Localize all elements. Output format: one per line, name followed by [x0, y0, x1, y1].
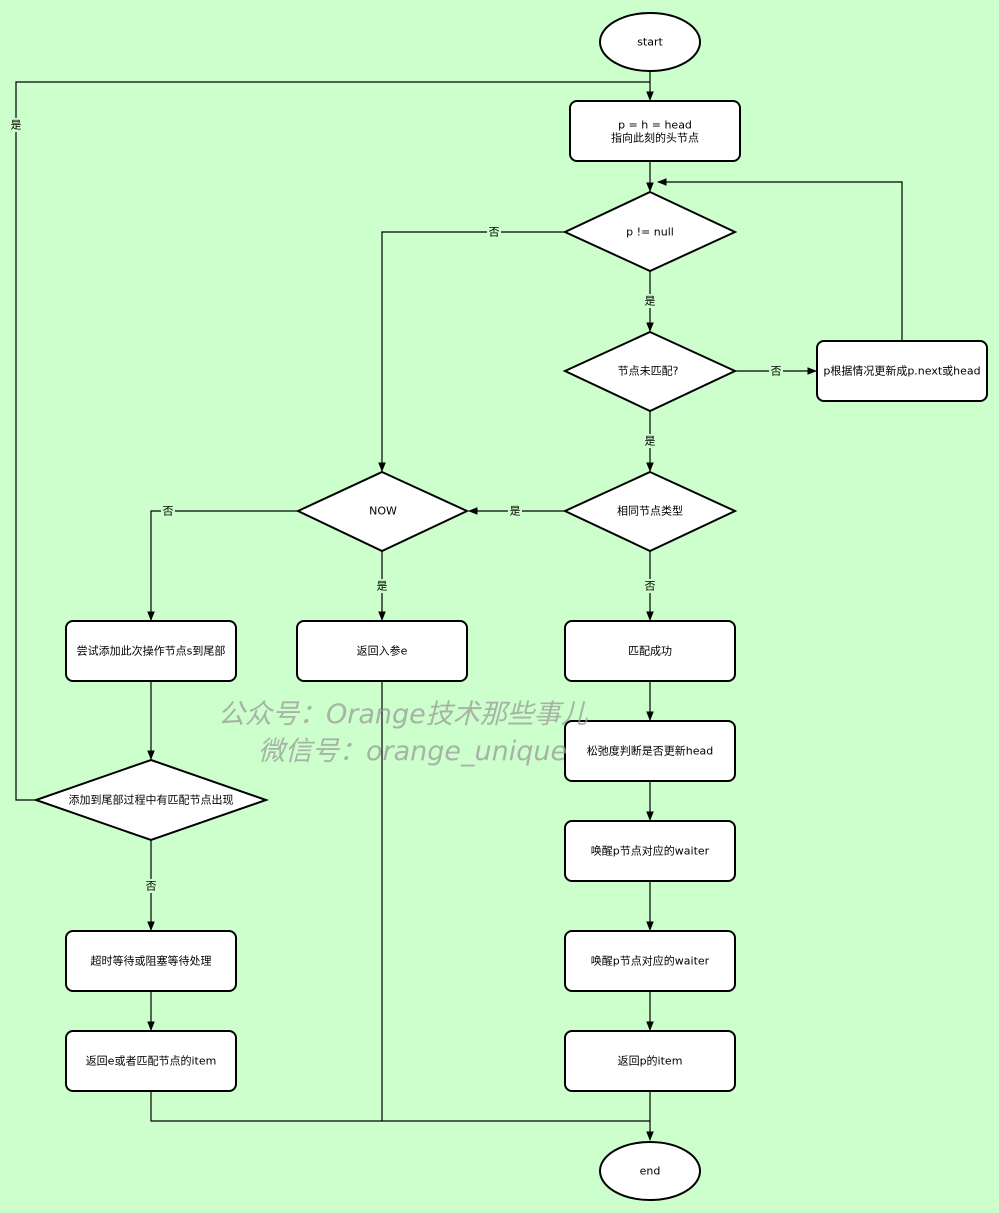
append-check-label: 添加到尾部过程中有匹配节点出现 [69, 793, 234, 807]
init-label-line2: 指向此刻的头节点 [611, 131, 699, 145]
nodes: start p = h = head 指向此刻的头节点 p != null 节点… [32, 12, 988, 1201]
unmatched-label: 节点未匹配? [618, 365, 679, 378]
return-item-node: 返回p的item [564, 1030, 736, 1092]
label-append-no: 否 [146, 880, 157, 893]
return-e-or-item-label: 返回e或者匹配节点的item [86, 1054, 217, 1068]
pnull-decision: p != null [562, 190, 738, 273]
label-now-yes: 是 [377, 580, 388, 593]
edge-labels: 是 否 是 否 是 是 否 否 是 否 [9, 118, 783, 893]
label-pnull-no: 否 [489, 226, 500, 239]
label-same-yes: 是 [510, 505, 521, 518]
sametype-decision: 相同节点类型 [562, 470, 738, 553]
wait-node: 超时等待或阻塞等待处理 [65, 930, 237, 992]
return-e-node: 返回入参e [296, 620, 468, 682]
init-label-line1: p = h = head [618, 119, 692, 132]
edge-check-loopback [15, 81, 650, 801]
return-e-or-item-node: 返回e或者匹配节点的item [65, 1030, 237, 1092]
edge-advance-loop [657, 178, 903, 341]
return-e-label: 返回入参e [357, 644, 408, 658]
return-item-label: 返回p的item [618, 1054, 683, 1068]
wait-label: 超时等待或阻塞等待处理 [91, 954, 212, 968]
slack-label: 松弛度判断是否更新head [587, 744, 713, 758]
try-append-node: 尝试添加此次操作节点s到尾部 [65, 620, 237, 682]
edge-leftreturn-end [150, 1091, 650, 1122]
end-node: end [599, 1141, 701, 1201]
now-label: NOW [369, 505, 397, 518]
label-unmatched-yes: 是 [645, 435, 656, 448]
wake-waiter-node-2: 唤醒p节点对应的waiter [564, 930, 736, 992]
watermark-line1: 公众号：Orange技术那些事儿 [218, 699, 589, 730]
init-node: p = h = head 指向此刻的头节点 [569, 100, 741, 162]
end-label: end [640, 1165, 661, 1178]
start-label: start [637, 36, 663, 49]
unmatched-decision: 节点未匹配? [562, 330, 738, 413]
label-loop-yes: 是 [11, 119, 22, 132]
match-success-node: 匹配成功 [564, 620, 736, 682]
wake-waiter-label-2: 唤醒p节点对应的waiter [591, 954, 710, 968]
label-now-no: 否 [163, 505, 174, 518]
edges [15, 72, 903, 1141]
edge-pnull-now [378, 231, 565, 472]
slack-node: 松弛度判断是否更新head [564, 720, 736, 782]
pnull-label: p != null [626, 226, 674, 239]
try-append-label: 尝试添加此次操作节点s到尾部 [77, 644, 226, 658]
sametype-label: 相同节点类型 [617, 504, 683, 518]
wake-waiter-label-1: 唤醒p节点对应的waiter [591, 844, 710, 858]
append-check-decision: 添加到尾部过程中有匹配节点出现 [32, 758, 270, 842]
edge-now-append [147, 510, 298, 621]
watermark: 公众号：Orange技术那些事儿 微信号：orange_unique [218, 699, 589, 767]
label-same-no: 否 [645, 580, 656, 593]
watermark-line2: 微信号：orange_unique [258, 736, 567, 767]
label-unmatched-no: 否 [771, 365, 782, 378]
wake-waiter-node-1: 唤醒p节点对应的waiter [564, 820, 736, 882]
advance-p-label: p根据情况更新成p.next或head [823, 364, 980, 378]
label-pnull-yes: 是 [645, 295, 656, 308]
advance-p-node: p根据情况更新成p.next或head [816, 340, 988, 402]
match-success-label: 匹配成功 [628, 645, 672, 658]
start-node: start [599, 12, 701, 72]
now-decision: NOW [295, 470, 470, 553]
